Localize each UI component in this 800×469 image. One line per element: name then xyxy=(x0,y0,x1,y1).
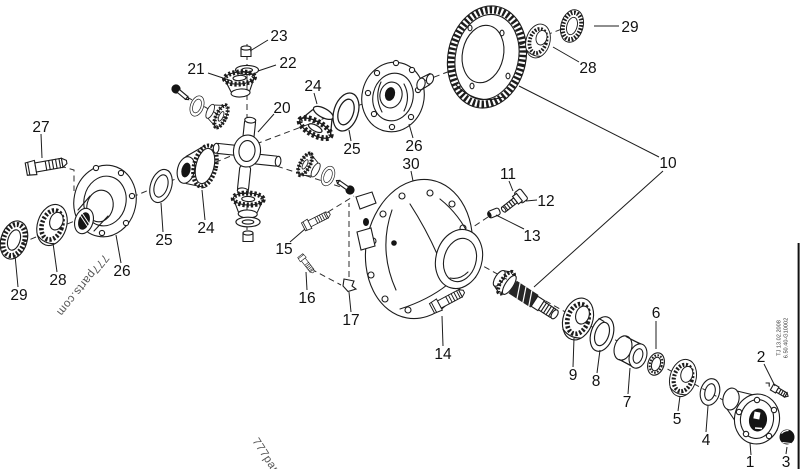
part-28-left-bearing xyxy=(32,201,73,250)
callout-25-left: 25 xyxy=(155,232,172,249)
part-6-washer xyxy=(647,352,665,376)
small-bolt-right xyxy=(333,176,357,197)
callout-26-left: 26 xyxy=(113,263,130,280)
callout-10: 10 xyxy=(659,155,677,172)
callout-14: 14 xyxy=(434,346,452,363)
part-4-seal-washer xyxy=(699,378,721,406)
part-7-spacer xyxy=(613,335,648,369)
callout-22: 22 xyxy=(279,55,296,72)
callout-26-right: 26 xyxy=(405,138,422,155)
callout-2: 2 xyxy=(757,349,766,366)
part-5-bearing xyxy=(666,356,701,399)
part-1-flange-hub xyxy=(722,387,781,445)
part-12-bolt xyxy=(500,188,528,213)
nut-below-cross xyxy=(242,230,254,243)
callout-24-left: 24 xyxy=(197,220,215,237)
callout-9: 9 xyxy=(569,367,578,384)
part-25-left-shim xyxy=(145,166,177,206)
part-13-pin xyxy=(487,207,501,219)
callout-3: 3 xyxy=(782,454,791,469)
callout-labels: 23 22 21 20 24 25 26 30 10 11 12 13 29 2… xyxy=(10,19,790,469)
small-bevel-gear-right xyxy=(295,152,324,183)
part-2-bolt xyxy=(765,382,789,398)
small-washer-left xyxy=(186,93,208,119)
corner-note: TJ 13.02.2008 6.50.40-G10002 xyxy=(777,318,790,358)
part-17-lock-clip xyxy=(342,278,358,293)
callout-13: 13 xyxy=(523,228,540,245)
part-3-nut xyxy=(779,429,795,445)
part-8-washer xyxy=(585,313,619,355)
callout-29-left: 29 xyxy=(10,287,27,304)
callout-17: 17 xyxy=(342,312,359,329)
part-29-left-bearing-cone xyxy=(0,217,32,262)
part-29-right-bearing-cone xyxy=(557,7,587,45)
thrust-washer-below-cross xyxy=(235,216,261,228)
ring-gear-crown-wheel xyxy=(446,5,528,109)
callout-11: 11 xyxy=(500,166,516,183)
callout-27: 27 xyxy=(32,119,49,136)
callout-20: 20 xyxy=(273,100,291,117)
corner-note-line1: TJ 13.02.2008 xyxy=(777,320,783,356)
callout-4: 4 xyxy=(702,432,711,449)
callout-5: 5 xyxy=(673,411,682,428)
part-21-bevel-pinion-gear xyxy=(224,71,256,98)
small-washer-right xyxy=(318,163,338,189)
part-24-left-case-flange xyxy=(176,143,219,189)
part-10-pinion-shaft xyxy=(492,269,559,320)
watermark-bottom: 777parts.com xyxy=(249,436,300,469)
callout-16: 16 xyxy=(298,290,315,307)
part-23-nut xyxy=(240,45,252,58)
callout-23: 23 xyxy=(270,28,287,45)
small-bevel-gear-left xyxy=(202,99,230,129)
bevel-gear-below-cross xyxy=(233,192,264,218)
callout-28-left: 28 xyxy=(49,272,66,289)
small-bolt-left xyxy=(168,81,193,104)
callout-29-right: 29 xyxy=(621,19,638,36)
part-16-bolt xyxy=(297,253,317,276)
callout-6: 6 xyxy=(652,305,661,322)
callout-30: 30 xyxy=(402,156,420,173)
part-25-right-thrust-washer xyxy=(327,89,365,135)
callout-21: 21 xyxy=(187,61,204,78)
callout-28-right: 28 xyxy=(579,60,596,77)
part-30-carrier-housing xyxy=(355,178,484,320)
callout-1: 1 xyxy=(746,454,755,469)
part-15-bolt xyxy=(300,208,333,232)
callout-24-right: 24 xyxy=(304,78,322,95)
callout-15: 15 xyxy=(275,241,292,258)
part-26-right-diff-case xyxy=(361,59,435,133)
part-20-spider-cross xyxy=(212,116,282,195)
callout-7: 7 xyxy=(623,394,632,411)
part-27-bolt xyxy=(24,154,69,177)
callout-25-right: 25 xyxy=(343,141,360,158)
corner-note-line2: 6.50.40-G10002 xyxy=(784,318,790,358)
leader-lines xyxy=(14,25,788,456)
part-26-left-case-half xyxy=(73,164,137,238)
callout-12: 12 xyxy=(537,193,554,210)
callout-8: 8 xyxy=(592,373,601,390)
